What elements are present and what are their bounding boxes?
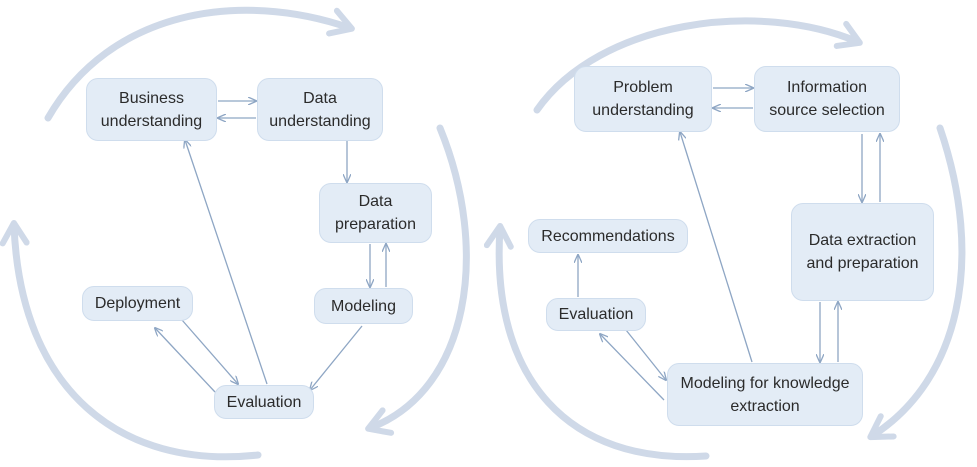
node-data-understanding-label: Data understanding	[269, 89, 371, 130]
node-recommendations: Recommendations	[528, 219, 688, 253]
arrow-deployment-to-evaluation	[181, 319, 238, 384]
right-cycle-arrow-right	[867, 124, 966, 441]
right-cycle-arrow-top	[533, 17, 863, 114]
node-business-understanding: Business understanding	[86, 78, 217, 141]
node-recommendations-label: Recommendations	[541, 227, 675, 245]
node-data-preparation: Data preparation	[319, 183, 432, 243]
node-evaluation-right-label: Evaluation	[558, 306, 634, 323]
node-deployment-label: Deployment	[94, 295, 181, 312]
arrow-evaluation-to-business	[185, 140, 268, 385]
node-evaluation-right: Evaluation	[546, 298, 646, 331]
right-cycle-arrow-bottom	[483, 223, 710, 461]
node-problem-understanding: Problem understanding	[574, 66, 712, 132]
arrow-modeling-to-evaluation	[310, 325, 363, 390]
node-modeling: Modeling	[314, 288, 413, 324]
node-problem-understanding-label: Problem understanding	[592, 79, 694, 119]
node-data-preparation-label: Data preparation	[335, 193, 416, 233]
node-modeling-knowledge-extraction: Modeling for knowledge extraction	[667, 363, 863, 426]
arrow-evaluation-to-modeling	[625, 329, 666, 380]
node-modeling-label: Modeling	[331, 297, 396, 315]
node-deployment: Deployment	[82, 286, 193, 321]
node-evaluation-left-label: Evaluation	[226, 393, 302, 411]
node-data-understanding: Data understanding	[257, 78, 383, 141]
left-cycle-arrow-bottom	[0, 220, 262, 461]
arrow-evaluation-to-deployment	[155, 328, 216, 393]
node-information-source-selection-label: Information source selection	[769, 79, 885, 119]
node-data-extraction-preparation: Data extraction and preparation	[791, 203, 934, 301]
left-cycle-arrow-right	[365, 124, 470, 436]
node-evaluation-left: Evaluation	[214, 385, 314, 419]
node-business-understanding-label: Business understanding	[100, 89, 203, 130]
node-modeling-knowledge-extraction-label: Modeling for knowledge extraction	[680, 374, 850, 415]
arrow-modeling-to-evaluation	[600, 334, 665, 401]
node-data-extraction-preparation-label: Data extraction and preparation	[806, 232, 919, 272]
arrow-modeling-to-problem	[680, 132, 753, 363]
node-information-source-selection: Information source selection	[754, 66, 900, 132]
left-cycle-arrow-top	[44, 6, 355, 122]
